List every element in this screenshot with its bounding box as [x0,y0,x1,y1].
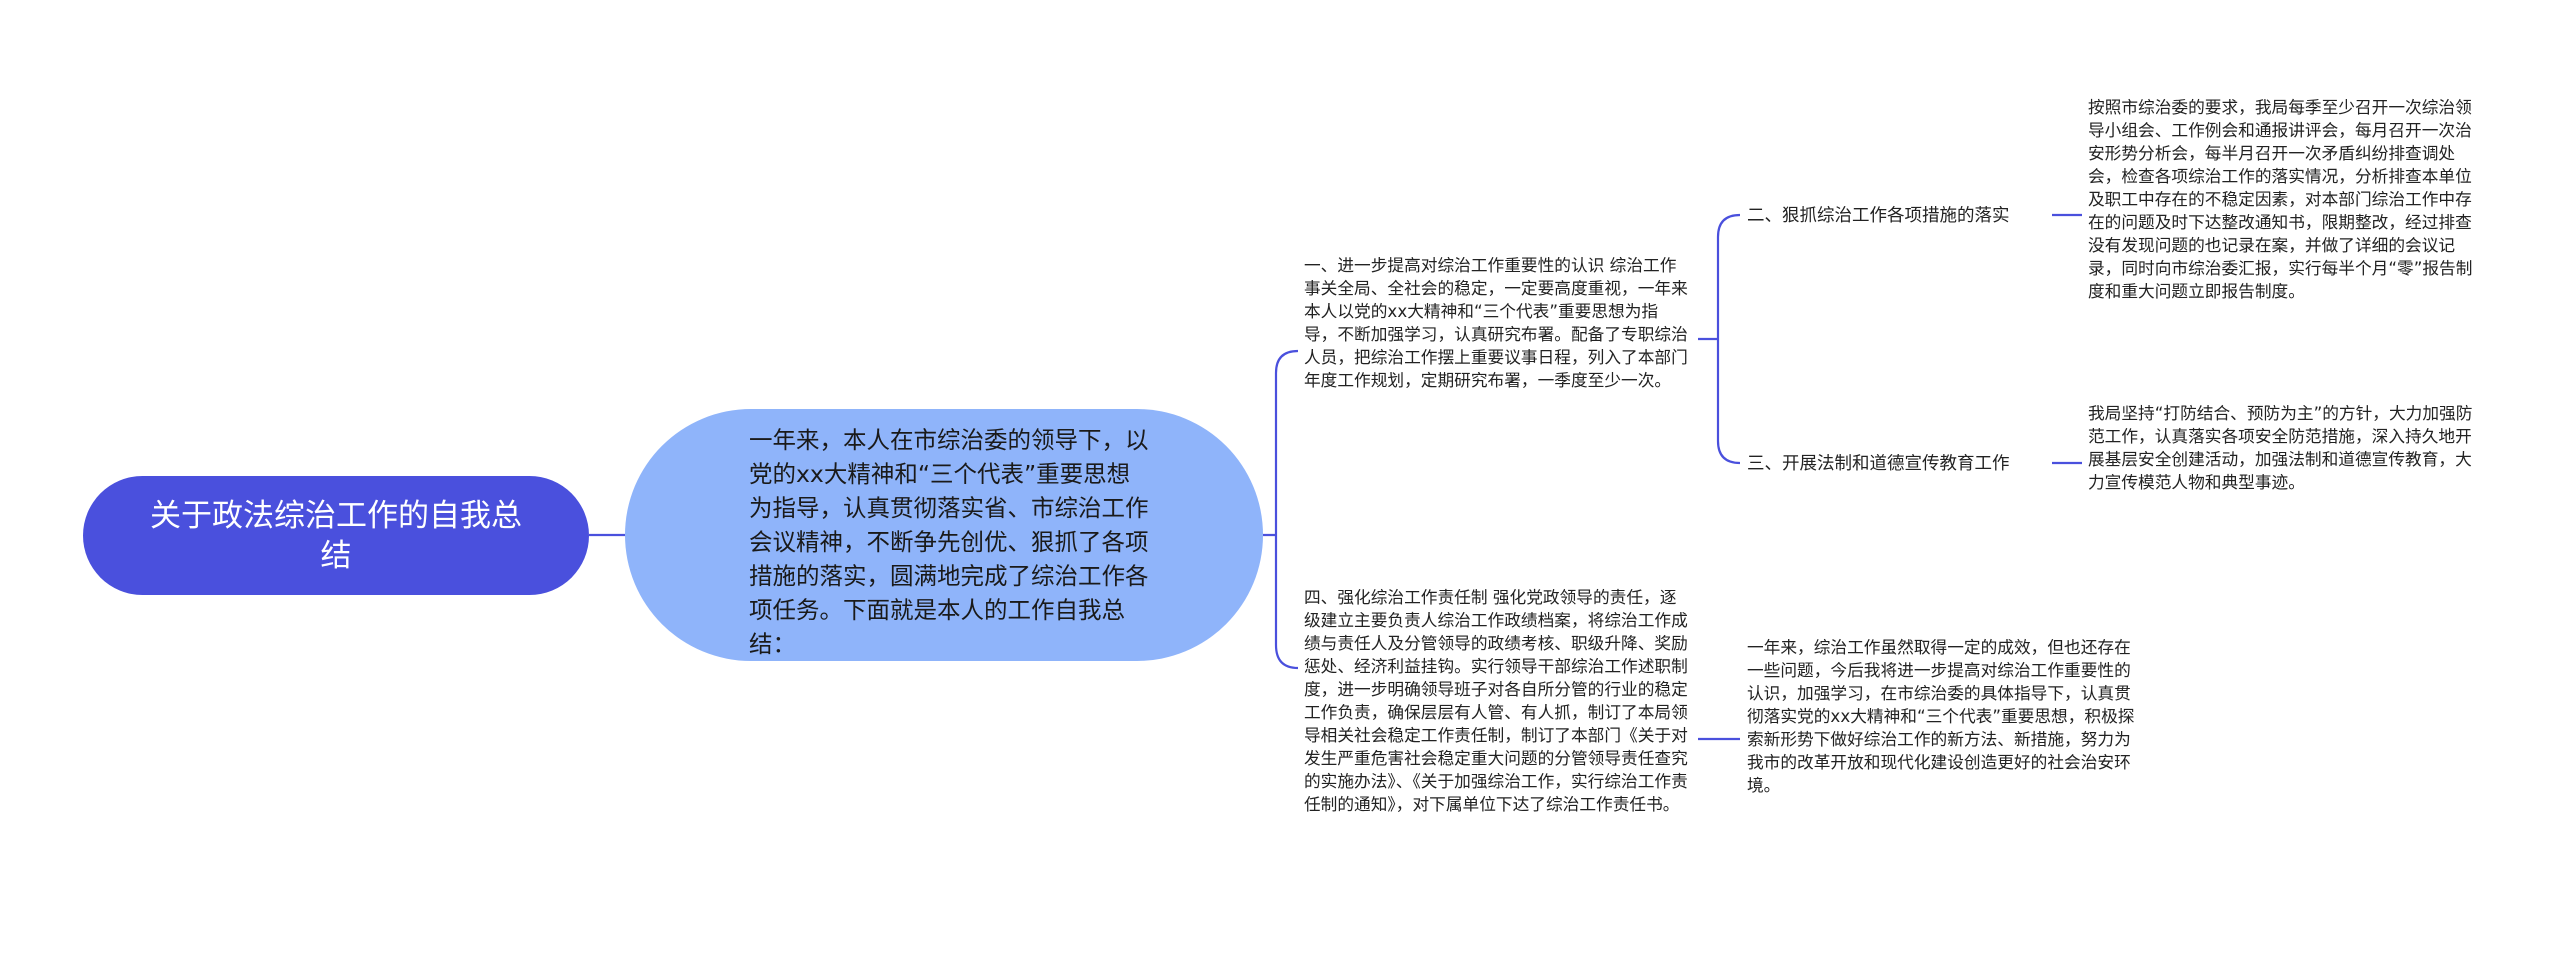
branch-2-measures[interactable]: 二、狠抓综治工作各项措施的落实 [1747,205,2047,228]
branch-3-education[interactable]: 三、开展法制和道德宣传教育工作 [1747,453,2047,476]
connector-hub-branches [1263,349,1299,670]
branch-3-detail[interactable]: 我局坚持“打防结合、预防为主”的方针，大力加强防范工作，认真落实各项安全防范措施… [2088,402,2484,494]
summary-bubble-text: 一年来，本人在市综治委的领导下，以党的xx大精神和“三个代表”重要思想为指导，认… [749,426,1149,658]
branch-3-detail-text: 我局坚持“打防结合、预防为主”的方针，大力加强防范工作，认真落实各项安全防范措施… [2088,403,2473,492]
branch-2-detail[interactable]: 按照市综治委的要求，我局每季至少召开一次综治领导小组会、工作例会和通报讲评会，每… [2088,96,2484,303]
branch-2-detail-text: 按照市综治委的要求，我局每季至少召开一次综治领导小组会、工作例会和通报讲评会，每… [2088,97,2473,301]
connector-branch1-children [1698,213,1741,465]
branch-2-title: 二、狠抓综治工作各项措施的落实 [1747,206,2010,226]
branch-1-text: 一、进一步提高对综治工作重要性的认识 综治工作事关全局、全社会的稳定，一定要高度… [1304,255,1688,390]
branch-3-title: 三、开展法制和道德宣传教育工作 [1747,454,2010,474]
connector-group [589,213,2082,741]
summary-bubble[interactable]: 一年来，本人在市综治委的领导下，以党的xx大精神和“三个代表”重要思想为指导，认… [625,409,1263,661]
root-topic-text: 关于政法综治工作的自我总结 [150,497,522,574]
branch-1-awareness[interactable]: 一、进一步提高对综治工作重要性的认识 综治工作事关全局、全社会的稳定，一定要高度… [1304,254,1690,392]
conclusion-note[interactable]: 一年来，综治工作虽然取得一定的成效，但也还存在一些问题，今后我将进一步提高对综治… [1747,636,2135,797]
root-topic[interactable]: 关于政法综治工作的自我总结 [83,476,589,595]
conclusion-text: 一年来，综治工作虽然取得一定的成效，但也还存在一些问题，今后我将进一步提高对综治… [1747,637,2135,795]
branch-4-text: 四、强化综治工作责任制 强化党政领导的责任，逐级建立主要负责人综治工作政绩档案，… [1304,587,1688,814]
branch-4-responsibility[interactable]: 四、强化综治工作责任制 强化党政领导的责任，逐级建立主要负责人综治工作政绩档案，… [1304,586,1690,816]
